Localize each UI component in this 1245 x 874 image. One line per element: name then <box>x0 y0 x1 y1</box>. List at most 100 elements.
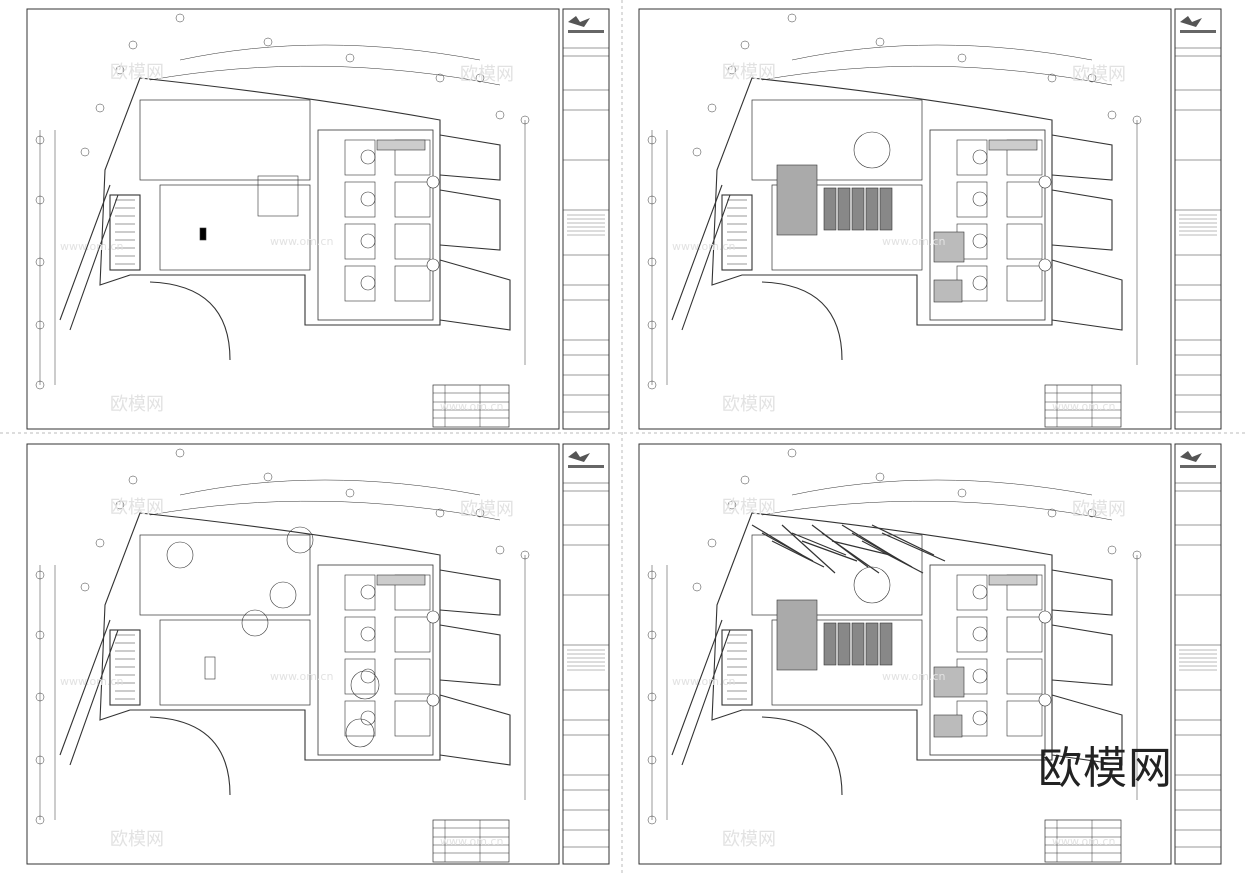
stair-enclosure <box>721 194 753 271</box>
watermark-text: www.om.cn <box>270 235 333 248</box>
title-block <box>562 443 610 865</box>
round-feature <box>853 131 891 169</box>
private-room <box>394 265 431 302</box>
round-table <box>972 233 988 249</box>
company-name-bar <box>568 465 604 468</box>
watermark-text: 欧模网 <box>1072 64 1126 85</box>
grid-axis-bubble <box>35 257 45 267</box>
variant-detail <box>776 131 965 303</box>
ceiling-beam <box>871 524 935 556</box>
north-rooms <box>751 534 923 616</box>
grid-axis-bubble <box>740 475 750 485</box>
central-hall <box>771 619 923 706</box>
grid-axis-bubble <box>35 692 45 702</box>
round-table <box>972 275 988 291</box>
feature-ceiling <box>933 231 965 263</box>
dimension-arc-top-inner <box>149 500 501 521</box>
variant-detail <box>166 526 380 748</box>
ceiling-beam <box>761 532 814 562</box>
grid-axis-bubble <box>345 53 355 63</box>
column-marker <box>426 693 440 707</box>
title-block <box>562 8 610 430</box>
private-rooms <box>956 139 1052 302</box>
display-panel <box>879 187 893 231</box>
round-table <box>972 191 988 207</box>
dining-round-table <box>286 526 314 554</box>
grid-axis-bubble <box>520 115 530 125</box>
booth <box>344 139 376 176</box>
dimension-arc-top <box>179 479 481 496</box>
watermark-text: 欧模网 <box>722 497 776 518</box>
watermark-text: 欧模网 <box>110 62 164 83</box>
booth <box>344 574 376 611</box>
display-panel <box>837 187 851 231</box>
dimension-lines <box>647 13 1142 390</box>
ceiling-beam <box>831 540 891 556</box>
feature-ceiling <box>933 279 963 303</box>
dining-wing <box>929 129 1046 321</box>
grid-axis-bubble <box>80 147 90 157</box>
display-panel <box>865 187 879 231</box>
ceiling-beam <box>771 540 825 568</box>
booth <box>344 700 376 737</box>
grid-axis-bubble <box>520 550 530 560</box>
grid-axis-bubble <box>35 135 45 145</box>
legend-border <box>432 819 510 863</box>
private-room <box>394 181 431 218</box>
grid-axis-bubble <box>647 257 657 267</box>
watermark-text: 欧模网 <box>460 499 514 520</box>
door-marker <box>199 227 207 241</box>
column-marker <box>1038 610 1052 624</box>
grid-axis-bubble <box>647 380 657 390</box>
grid-axis-bubble <box>647 320 657 330</box>
grid-axis-bubble <box>128 40 138 50</box>
grid-axis-bubble <box>647 570 657 580</box>
round-table <box>972 584 988 600</box>
round-table <box>360 191 376 207</box>
private-room <box>394 700 431 737</box>
title-block <box>1174 443 1222 865</box>
exterior-wall <box>99 512 441 761</box>
annex-walls <box>1051 569 1123 766</box>
booth <box>344 658 376 695</box>
dining-wing <box>317 129 434 321</box>
grid-axis-bubble <box>647 815 657 825</box>
grid-axis-bubble <box>345 488 355 498</box>
floor-plan <box>671 77 1123 361</box>
floor-plan <box>671 512 1123 796</box>
legend-table <box>1044 819 1122 863</box>
display-panel <box>851 622 865 666</box>
watermark-text: 欧模网 <box>110 497 164 518</box>
ceiling-beam <box>791 532 847 556</box>
exterior-wall <box>711 77 1053 326</box>
company-name-bar <box>568 30 604 33</box>
grid-axis-bubble <box>727 65 737 75</box>
legend-border <box>1044 819 1122 863</box>
column-marker <box>1038 258 1052 272</box>
grid-axis-bubble <box>95 103 105 113</box>
private-rooms <box>344 574 440 737</box>
private-room <box>1006 700 1043 737</box>
kitchen-block <box>257 175 299 217</box>
dimension-arc-top-inner <box>761 500 1113 521</box>
ceiling-beam <box>821 532 880 574</box>
booth <box>344 181 376 218</box>
round-table <box>360 626 376 642</box>
curved-terrace <box>761 716 843 796</box>
private-rooms <box>956 574 1052 737</box>
grid-axis-bubble <box>1107 545 1117 555</box>
grid-axis-bubble <box>787 13 797 23</box>
watermark-text: www.om.cn <box>672 675 735 688</box>
north-rooms <box>139 534 311 616</box>
watermark-text: www.om.cn <box>270 670 333 683</box>
annex-walls <box>439 569 511 766</box>
watermark-text: 欧模网 <box>722 829 776 850</box>
column-marker <box>1038 693 1052 707</box>
curved-terrace <box>761 281 843 361</box>
